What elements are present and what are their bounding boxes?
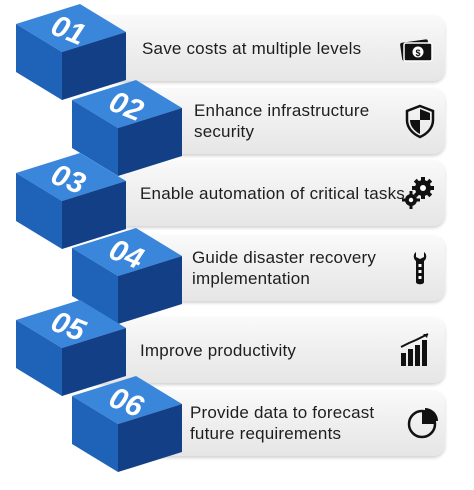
svg-text:$: $ <box>415 48 420 58</box>
gears-icon <box>400 175 436 211</box>
step-text-5: Improve productivity <box>140 340 297 360</box>
step-cube-2: 02 <box>72 80 187 178</box>
bar-chart-icon <box>398 332 434 368</box>
step-card-1: Save costs at multiple levels $ <box>90 15 445 81</box>
money-icon: $ <box>398 30 434 66</box>
step-text-3: Enable automation of critical tasks <box>140 183 405 203</box>
step-card-4: Guide disaster recovery implementation <box>150 235 445 301</box>
step-text-2: Enhance infrastructure security <box>194 101 370 141</box>
step-cube-5: 05 <box>16 300 131 398</box>
step-cube-3: 03 <box>16 153 131 251</box>
step-card-3: Enable automation of critical tasks <box>90 160 445 226</box>
step-card-2: Enhance infrastructure security <box>150 88 445 154</box>
step-text-6: Provide data to forecast future requirem… <box>190 403 375 443</box>
shield-icon <box>402 103 438 139</box>
step-cube-6: 06 <box>72 376 187 474</box>
step-card-5: Improve productivity <box>90 317 445 383</box>
step-text-1: Save costs at multiple levels <box>142 38 362 58</box>
step-cube-1: 01 <box>16 4 131 102</box>
step-card-6: Provide data to forecast future requirem… <box>150 390 445 456</box>
wrench-icon <box>402 250 438 286</box>
step-text-4: Guide disaster recovery implementation <box>192 248 377 288</box>
step-cube-4: 04 <box>72 228 187 326</box>
pie-chart-icon <box>405 405 441 441</box>
